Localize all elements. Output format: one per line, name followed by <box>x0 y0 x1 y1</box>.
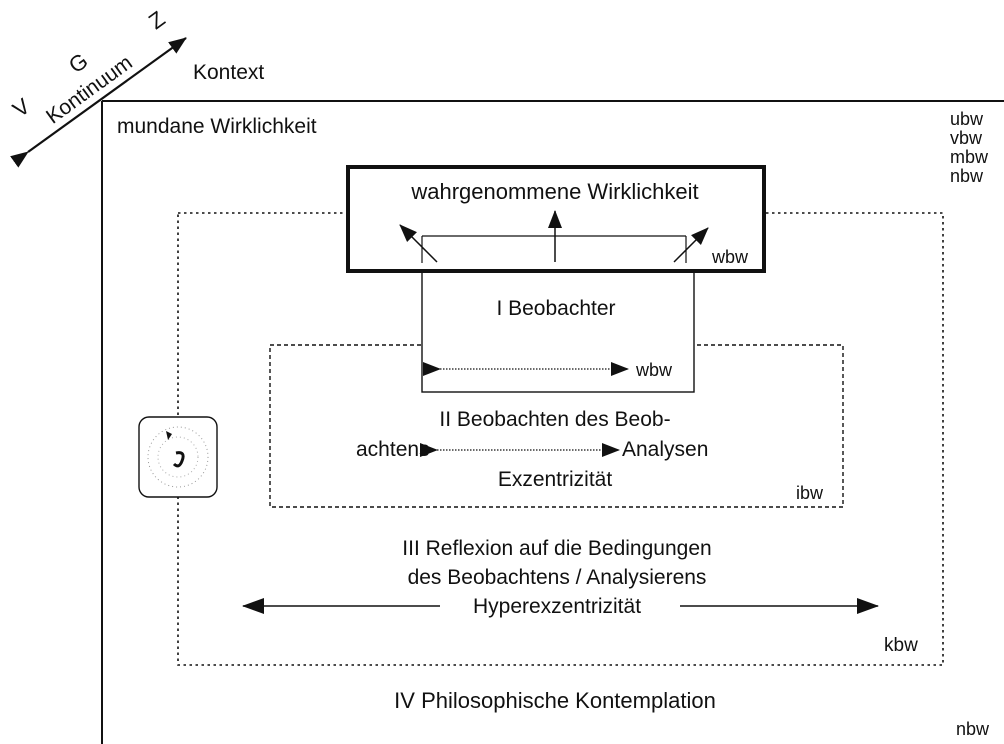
level-1-tag: wbw <box>636 360 673 380</box>
level-2-line-2-left: achtens <box>356 438 430 461</box>
perceived-reality-title: wahrgenommene Wirklichkeit <box>411 179 699 204</box>
level-4-title: IV Philosophische Kontemplation <box>394 688 716 713</box>
mundane-reality-label: mundane Wirklichkeit <box>117 115 317 138</box>
level-2-line-3: Exzentrizität <box>497 468 613 491</box>
right-label-vbw: vbw <box>950 128 983 148</box>
level-3-tag: kbw <box>884 635 918 656</box>
perceived-reality-tag: wbw <box>712 247 749 267</box>
level-3-line-2: des Beobachtens / Analysierens <box>407 566 707 589</box>
level-3-line-3: Hyperexzentrizität <box>472 595 642 618</box>
level-2-tag: ibw <box>796 483 824 503</box>
level-2-line-1: II Beobachten des Beob- <box>439 408 671 431</box>
right-label-ubw: ubw <box>950 109 984 129</box>
continuum-axis <box>10 37 187 168</box>
right-label-nbw: nbw <box>950 166 984 186</box>
context-label: Kontext <box>193 61 265 84</box>
level-3-line-1: III Reflexion auf die Bedingungen <box>402 537 712 560</box>
perception-arrow-left <box>399 224 438 263</box>
perception-arrow-right <box>673 227 709 263</box>
level-2-region <box>269 344 844 508</box>
level-1-title: I Beobachter <box>496 297 616 320</box>
right-label-stack: ubw vbw mbw nbw <box>950 110 988 186</box>
level-2-line-2-right: Analysen <box>622 438 709 461</box>
right-label-mbw: mbw <box>950 147 989 167</box>
bottom-right-label: nbw <box>956 719 990 739</box>
stamp-image <box>138 416 218 498</box>
